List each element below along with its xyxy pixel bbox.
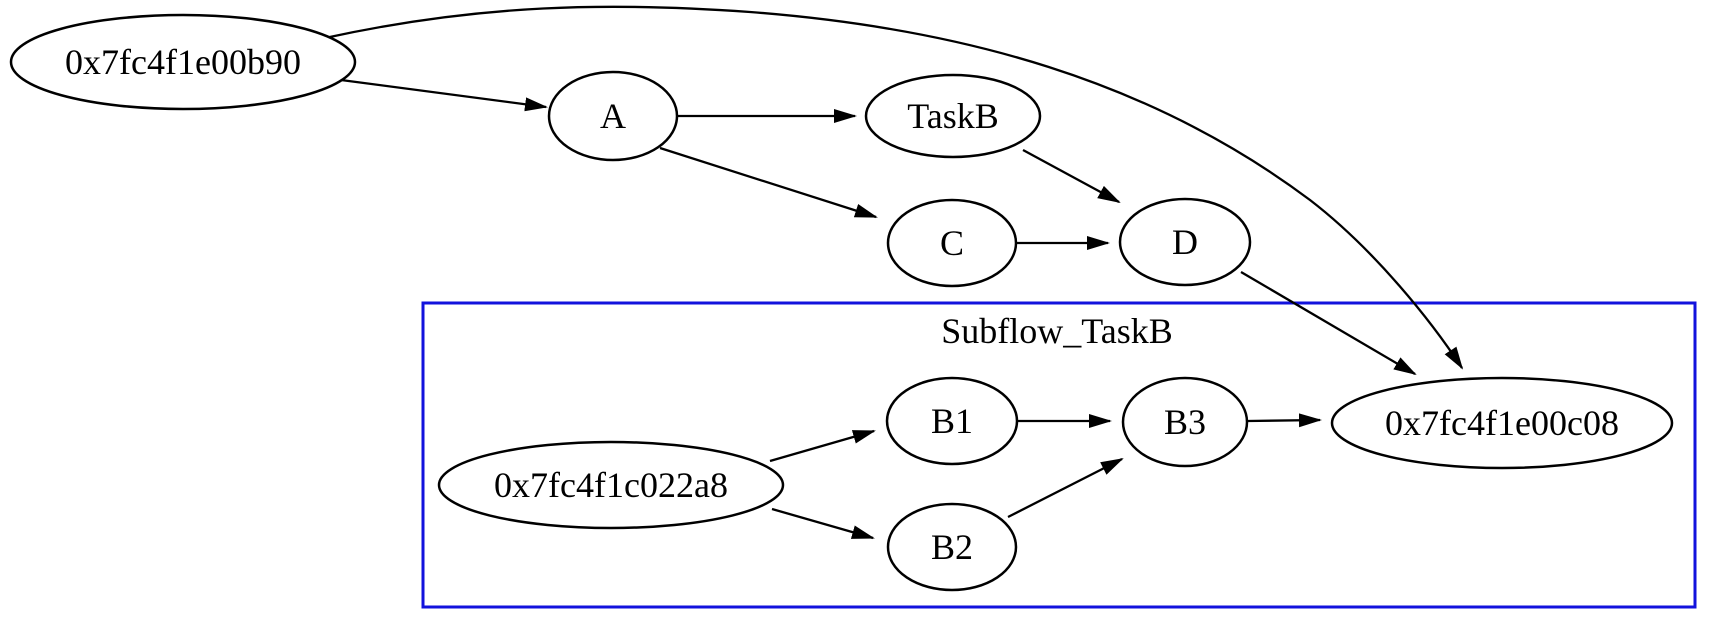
node-A-shape — [547, 70, 679, 162]
edge-TaskB-to-D — [1022, 148, 1121, 204]
node-A-label: A — [600, 96, 626, 136]
node-B2: B2 — [886, 502, 1018, 592]
node-D-shape — [1118, 197, 1252, 287]
node-TaskB-shape — [864, 73, 1042, 159]
node-D: D — [1118, 197, 1252, 287]
node-end_anchor-label: 0x7fc4f1e00c08 — [1385, 403, 1619, 443]
node-A: A — [547, 70, 679, 162]
node-sub_anchor-label: 0x7fc4f1c022a8 — [494, 465, 728, 505]
node-start_anchor-shape — [9, 13, 357, 111]
node-B1: B1 — [885, 376, 1019, 466]
edge-B2-to-B3 — [1007, 457, 1124, 519]
node-TaskB-label: TaskB — [907, 96, 998, 136]
edge-start_anchor-to-end_anchor — [324, 5, 1464, 370]
node-sub_anchor: 0x7fc4f1c022a8 — [437, 440, 785, 530]
node-B3-shape — [1121, 376, 1249, 468]
node-B3-label: B3 — [1164, 402, 1206, 442]
node-end_anchor-shape — [1330, 376, 1674, 470]
edge-sub_anchor-to-B1 — [769, 429, 876, 463]
node-end_anchor: 0x7fc4f1e00c08 — [1330, 376, 1674, 470]
node-B2-label: B2 — [931, 527, 973, 567]
node-B2-shape — [886, 502, 1018, 592]
node-B1-label: B1 — [931, 401, 973, 441]
node-C-shape — [886, 198, 1018, 288]
edge-A-to-C — [659, 146, 878, 219]
edge-D-to-end_anchor — [1240, 271, 1417, 376]
cluster-subflow_taskb-label: Subflow_TaskB — [941, 311, 1173, 351]
edge-B3-to-end_anchor — [1247, 413, 1322, 428]
node-start_anchor-label: 0x7fc4f1e00b90 — [65, 42, 301, 82]
node-B3: B3 — [1121, 376, 1249, 468]
node-C-label: C — [940, 223, 964, 263]
node-C: C — [886, 198, 1018, 288]
node-B1-shape — [885, 376, 1019, 466]
node-start_anchor: 0x7fc4f1e00b90 — [9, 13, 357, 111]
node-TaskB: TaskB — [864, 73, 1042, 159]
node-D-label: D — [1172, 222, 1198, 262]
node-sub_anchor-shape — [437, 440, 785, 530]
edge-start_anchor-to-A — [340, 78, 548, 112]
edge-sub_anchor-to-B2 — [771, 507, 875, 540]
